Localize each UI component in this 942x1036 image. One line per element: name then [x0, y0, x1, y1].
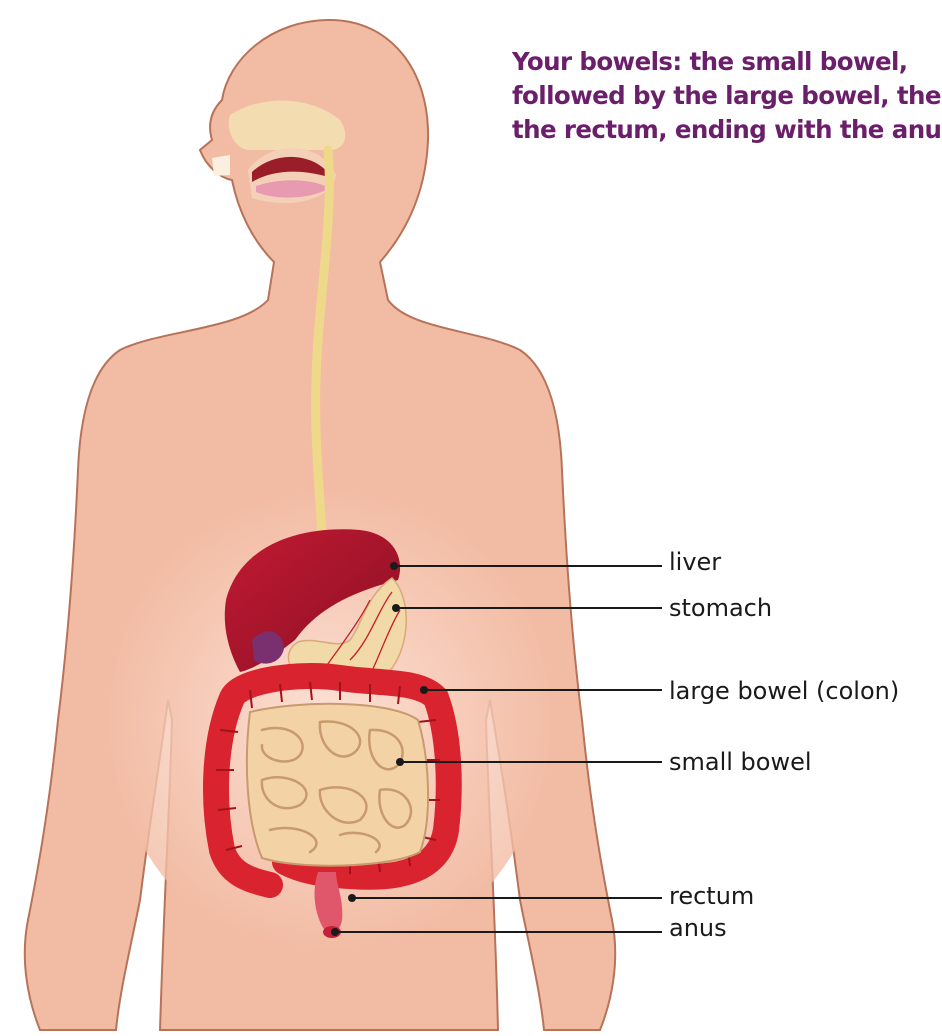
caption-line-1: Your bowels: the small bowel,	[512, 45, 942, 79]
leader-dot-large-bowel	[420, 686, 428, 694]
leader-dot-stomach	[392, 604, 400, 612]
label-rectum: rectum	[669, 882, 754, 910]
caption-line-2: followed by the large bowel, then	[512, 79, 942, 113]
leader-dot-liver	[390, 562, 398, 570]
teeth	[212, 155, 230, 176]
label-liver: liver	[669, 548, 721, 576]
leader-dot-rectum	[348, 894, 356, 902]
label-stomach: stomach	[669, 594, 772, 622]
diagram-caption: Your bowels: the small bowel, followed b…	[512, 45, 942, 147]
label-anus: anus	[669, 914, 727, 942]
caption-line-3: the rectum, ending with the anus	[512, 113, 942, 147]
label-small-bowel: small bowel	[669, 748, 812, 776]
leader-dot-small-bowel	[396, 758, 404, 766]
leader-dot-anus	[331, 928, 339, 936]
label-large-bowel: large bowel (colon)	[669, 677, 899, 705]
